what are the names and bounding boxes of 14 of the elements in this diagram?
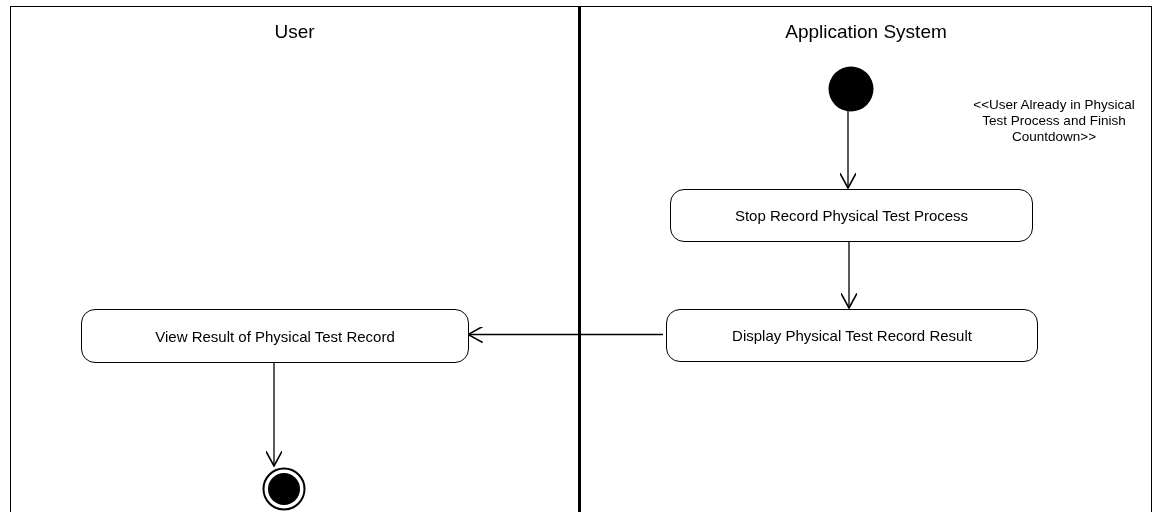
lane-title: Application System	[784, 21, 948, 43]
action-box: Stop Record Physical Test Process	[670, 189, 1033, 242]
lane-title: User	[273, 21, 316, 43]
action-box: View Result of Physical Test Record	[81, 309, 469, 363]
action-box: Display Physical Test Record Result	[666, 309, 1038, 362]
arrow	[265, 361, 283, 467]
note-text: <<User Already in Physical Test Process and Finish Countdown>>	[972, 97, 1136, 145]
initial-node	[828, 66, 874, 112]
swimlane	[10, 6, 579, 512]
arrow	[840, 240, 858, 309]
arrow	[467, 325, 664, 344]
final-node	[262, 467, 306, 511]
arrow	[839, 110, 857, 189]
swimlane	[578, 6, 1152, 512]
